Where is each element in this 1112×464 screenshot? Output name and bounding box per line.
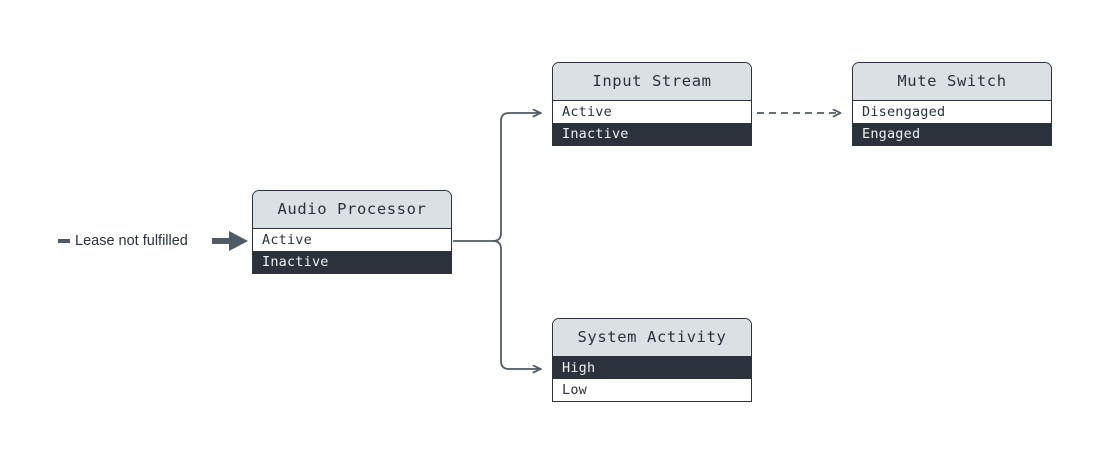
node-input-stream-option-active[interactable]: Active [553, 101, 751, 123]
node-mute-switch[interactable]: Mute Switch Disengaged Engaged [852, 62, 1052, 146]
incoming-edge-arrow [212, 231, 248, 251]
node-system-activity[interactable]: System Activity High Low [552, 318, 752, 402]
node-input-stream-option-inactive[interactable]: Inactive [553, 123, 751, 145]
node-audio-processor-option-active[interactable]: Active [253, 229, 451, 251]
node-mute-switch-option-disengaged[interactable]: Disengaged [853, 101, 1051, 123]
node-system-activity-option-high[interactable]: High [553, 357, 751, 379]
edge-label-lease-not-fulfilled: Lease not fulfilled [75, 233, 188, 249]
node-system-activity-option-low[interactable]: Low [553, 379, 751, 401]
node-mute-switch-option-engaged[interactable]: Engaged [853, 123, 1051, 145]
node-audio-processor-option-inactive[interactable]: Inactive [253, 251, 451, 273]
node-audio-processor-title: Audio Processor [253, 191, 451, 229]
node-input-stream-title: Input Stream [553, 63, 751, 101]
node-input-stream[interactable]: Input Stream Active Inactive [552, 62, 752, 146]
node-system-activity-title: System Activity [553, 319, 751, 357]
edge-processor-to-input-stream [492, 113, 542, 242]
node-audio-processor[interactable]: Audio Processor Active Inactive [252, 190, 452, 274]
edge-processor-to-system-activity [492, 240, 542, 369]
node-mute-switch-title: Mute Switch [853, 63, 1051, 101]
